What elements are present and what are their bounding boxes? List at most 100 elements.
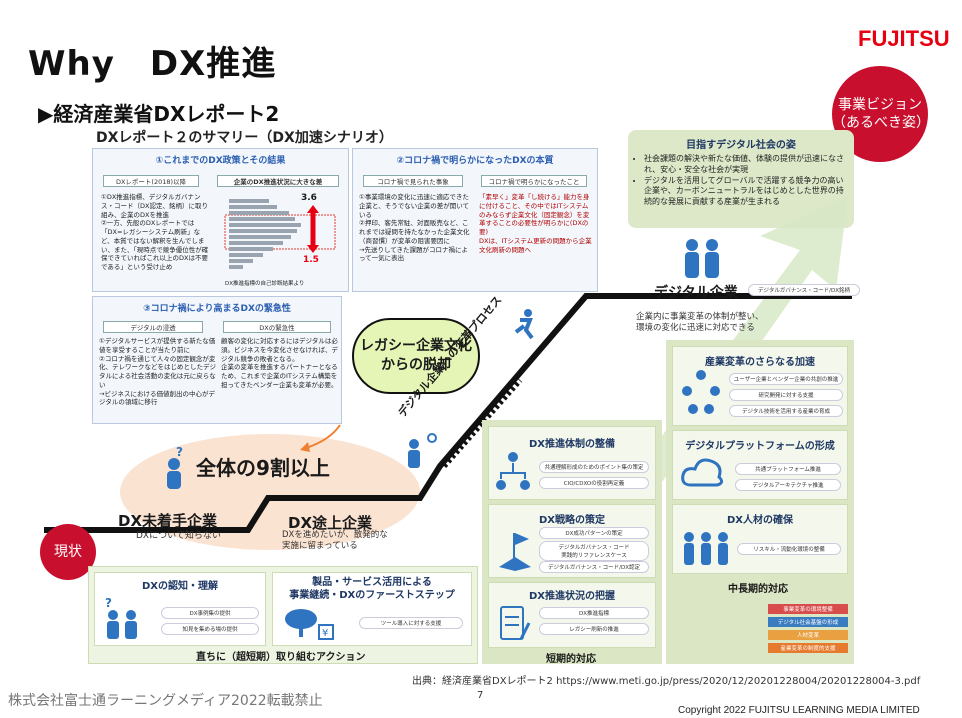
mid-term-box-2-title: デジタルプラットフォームの形成 [685, 441, 835, 452]
short-term-box-3-title: DX推進状況の把握 [528, 591, 615, 602]
mid-term-box-3: DX人材の確保 リスキル・流動化環境の整備 [672, 504, 848, 574]
immediate-box-2-item: ツール導入に対する支援 [359, 617, 463, 629]
svg-text:?: ? [105, 596, 112, 610]
short-term-box-2-item: デジタルガバナンス・コード/DX認定 [539, 561, 649, 573]
panel-2-tag-right: コロナ禍で明らかになったこと [481, 175, 587, 187]
mid-term-box-3-title: DX人材の確保 [726, 515, 793, 526]
summary-panel-3: ③コロナ禍により高まるDXの緊急性 デジタルの浸透 DXの緊急性 ①デジタルサー… [92, 296, 342, 424]
page-title: Why DX推進 [28, 44, 277, 84]
short-term-box-2: DX戦略の策定 DX成功パターンの策定 デジタルガバナンス・コード 実践的リファ… [488, 504, 656, 578]
panel-1-histogram [224, 199, 336, 269]
people-group-icon [681, 529, 731, 569]
mid-term-box-2-item: デジタルアーキテクチャ推進 [735, 479, 841, 491]
digital-society-title: 目指すデジタル社会の姿 [686, 140, 796, 151]
mid-term-box-1-item: デジタル技術を活用する産業の育成 [729, 405, 843, 417]
short-term-box-1: DX推進体制の整備 共通理解形成のためのポイント集の策定 CIO/CDXOの役割… [488, 426, 656, 500]
short-term-box-1-item: 共通理解形成のためのポイント集の策定 [539, 461, 649, 473]
summary-title: DXレポート２のサマリー（DX加速シナリオ） [96, 130, 393, 146]
stage-in-progress-title: DX途上企業 [288, 514, 373, 532]
legacy-culture-cloud: レガシー企業文化 からの脱却 [352, 318, 480, 394]
panel-1-value-high: 3.6 [301, 193, 317, 203]
panel-3-text-left: ①デジタルサービスが提供する新たな価値を享受することが当たり前に ②コロナ禍を通… [99, 337, 216, 407]
panel-3-tag-left: デジタルの浸透 [103, 321, 203, 333]
panel-2-tag-left: コロナ禍で見られた事象 [363, 175, 463, 187]
immediate-box-2-title: 製品・サービス活用による 事業継続・DXのファーストステップ [289, 577, 455, 601]
person-question-icon: ? [164, 445, 184, 490]
panel-1-head: ①これまでのDX政策とその結果 [155, 156, 286, 166]
fujitsu-logo: FUJITSU [858, 26, 950, 51]
source-citation: 出典：経済産業省DXレポート2 https://www.meti.go.jp/p… [412, 676, 921, 687]
svg-text:?: ? [176, 446, 183, 459]
summary-panel-1: ①これまでのDX政策とその結果 DXレポート(2018)以降 企業のDX推進状況… [92, 148, 349, 292]
over90-label: 全体の9割以上 [196, 456, 330, 480]
svg-text:¥: ¥ [322, 628, 328, 639]
short-term-box-3-item: DX推進指標 [539, 607, 649, 619]
process-dotted-line [441, 378, 523, 468]
mid-term-box-1: 産業変革のさらなる加速 ユーザー企業とベンダー企業の共創の推進 研究開発に対する… [672, 346, 848, 426]
cloud-icon [681, 455, 725, 491]
digital-company-people-icon [680, 236, 726, 282]
short-term-box-1-item: CIO/CDXOの役割再定義 [539, 477, 649, 489]
short-term-box-2-item: デジタルガバナンス・コード 実践的リファレンスケース [539, 541, 649, 561]
digital-society-bullet: 社会課題の解決や新たな価値、体験の提供が迅速になされ、安心・安全な社会が実現 [644, 154, 844, 176]
legend-item: デジタル社会基盤の形成 [768, 617, 848, 627]
mid-term-box-1-item: ユーザー企業とベンダー企業の共創の推進 [729, 373, 843, 385]
mid-term-box-1-title: 産業変革のさらなる加速 [705, 357, 815, 368]
clipboard-pen-icon [499, 603, 531, 643]
legacy-curve-arrow [305, 424, 341, 449]
legend-item: 事業変革の環境整備 [768, 604, 848, 614]
page-number: 7 [477, 690, 484, 701]
panel-2-text-right: 「素早く」変革「し続ける」能力を身に付けること、その中ではITシステムのみならず… [479, 193, 592, 254]
over90-ellipse [120, 434, 420, 550]
stage-digital-tag: デジタルガバナンス・コード/DX銘柄 [748, 284, 860, 296]
digital-society-box: 目指すデジタル社会の姿 社会課題の解決や新たな価値、体験の提供が迅速になされ、安… [628, 130, 854, 228]
footer-watermark: 株式会社富士通ラーニングメディア2022転載禁止 [8, 693, 323, 709]
mid-term-box-1-item: 研究開発に対する支援 [729, 389, 843, 401]
panel-3-text-right: 顧客の変化に対応するにはデジタルは必須。ビジネスを今変化させなければ、デジタル競… [221, 337, 338, 389]
immediate-box-2: 製品・サービス活用による 事業継続・DXのファーストステップ ¥ ツール導入に対… [272, 572, 472, 646]
current-state-bubble: 現状 [40, 524, 96, 580]
short-term-label: 短期的対応 [546, 654, 596, 665]
panel-2-head: ②コロナ禍で明らかになったDXの本質 [396, 156, 554, 166]
runner-icon [510, 308, 538, 340]
legend-item: 産業変革の制度的支援 [768, 643, 848, 653]
panel-1-text: ①DX推進指標、デジタルガバナンス・コード（DX認定、銘柄）に取り組み、企業のD… [101, 193, 209, 272]
flag-map-icon [495, 527, 535, 571]
immediate-box-1-item: 知見を集める場の提供 [161, 623, 259, 635]
panel-1-chart-caption: DX推進指標の自己診断結果より [225, 281, 305, 287]
group-network-icon [681, 369, 721, 417]
panel-1-value-low: 1.5 [303, 255, 319, 265]
question-people-icon: ? [101, 595, 145, 641]
immediate-box-1-item: DX事例集の提供 [161, 607, 259, 619]
stage-not-started-desc: DXについて知らない [136, 531, 221, 541]
panel-3-head: ③コロナ禍により高まるDXの緊急性 [143, 304, 291, 314]
panel-2-text-left: ①事業環境の変化に迅速に適応できた企業と、そうでない企業の差が開いている ②押印… [359, 193, 470, 263]
panel-3-tag-right: DXの緊急性 [223, 321, 331, 333]
short-term-box-1-title: DX推進体制の整備 [528, 439, 615, 450]
mid-term-label: 中長期的対応 [728, 584, 788, 595]
mid-term-box-2: デジタルプラットフォームの形成 共通プラットフォーム推進 デジタルアーキテクチャ… [672, 430, 848, 500]
immediate-box-1: DXの認知・理解 ? DX事例集の提供 知見を集める場の提供 [94, 572, 266, 646]
stage-not-started-title: DX未着手企業 [118, 512, 218, 530]
short-term-box-2-title: DX戦略の策定 [538, 515, 605, 526]
stage-digital-title: デジタル企業 [654, 285, 738, 301]
panel-1-tag-left: DXレポート(2018)以降 [103, 175, 199, 187]
immediate-box-1-title: DXの認知・理解 [141, 581, 218, 592]
summary-panel-2: ②コロナ禍で明らかになったDXの本質 コロナ禍で見られた事象 コロナ禍で明らかに… [352, 148, 598, 292]
page-subtitle: ▶経済産業省DXレポート2 [38, 102, 280, 126]
digital-society-bullet: デジタルを活用してグローバルで活躍する競争力の高い企業や、カーボンニュートラルを… [644, 176, 844, 208]
staircase-line [44, 293, 852, 533]
mid-term-legend: 事業変革の環境整備 デジタル社会基盤の形成 人材変革 産業変革の制度的支援 [768, 604, 848, 653]
short-term-box-2-item: DX成功パターンの策定 [539, 527, 649, 539]
stage-digital-desc: 企業内に事業変革の体制が整い、 環境の変化に迅速に対応できる [636, 312, 764, 334]
mid-term-box-2-item: 共通プラットフォーム推進 [735, 463, 841, 475]
short-term-box-3-item: レガシー刷新の推進 [539, 623, 649, 635]
short-term-box-3: DX推進状況の把握 DX推進指標 レガシー刷新の推進 [488, 582, 656, 648]
stage-in-progress-desc: DXを進めたいが、散発的な 実施に留まっている [282, 530, 388, 552]
panel-1-chart: 3.6 1.5 [215, 193, 343, 281]
copyright: Copyright 2022 FUJITSU LEARNING MEDIA LI… [678, 705, 920, 716]
immediate-label: 直ちに（超短期）取り組むアクション [196, 652, 366, 663]
org-chart-icon [495, 451, 531, 495]
legend-item: 人材変革 [768, 630, 848, 640]
panel-1-tag-right: 企業のDX推進状況に大きな差 [217, 175, 339, 187]
